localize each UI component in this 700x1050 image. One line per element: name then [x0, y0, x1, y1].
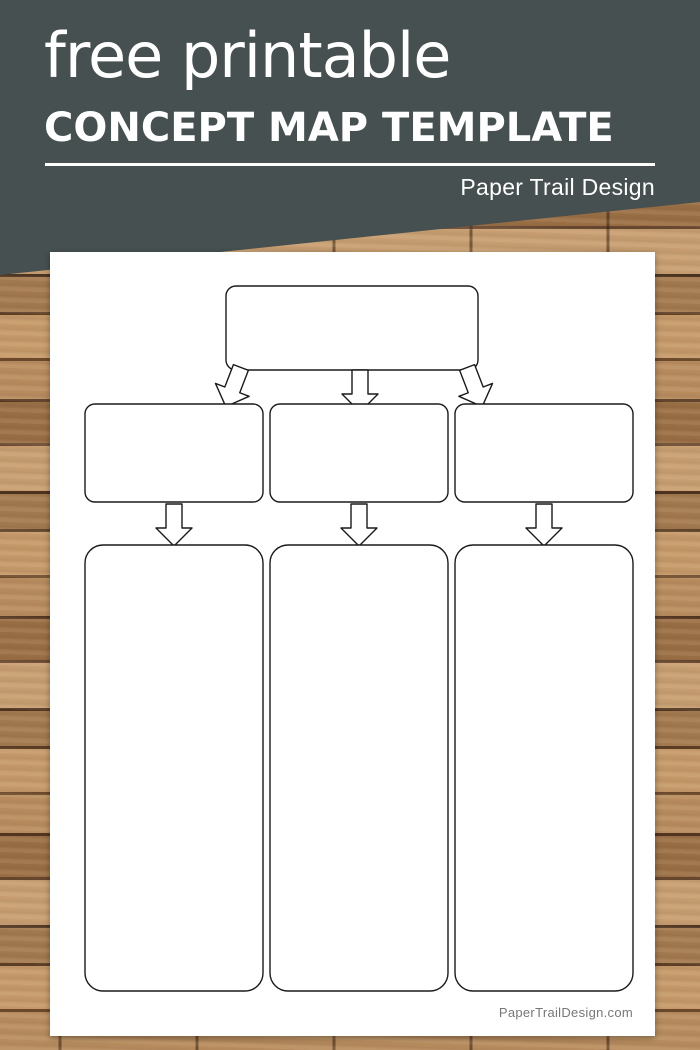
subtopic-box-center [269, 403, 449, 503]
title-divider [45, 163, 655, 166]
brand-name: Paper Trail Design [460, 174, 655, 200]
title-free-printable: free printable [44, 19, 451, 92]
arrow-center-to-detail [340, 503, 378, 547]
main-concept-box [225, 285, 479, 371]
arrow-main-to-center [341, 369, 379, 413]
concept-map-diagram [84, 285, 634, 992]
subtopic-box-right [454, 403, 634, 503]
detail-box-right [454, 544, 634, 992]
title-concept-map-template: CONCEPT MAP TEMPLATE [44, 105, 614, 151]
arrow-main-to-left [214, 363, 250, 408]
arrow-right-to-detail [525, 503, 563, 547]
detail-box-left [84, 544, 264, 992]
subtopic-box-left [84, 403, 264, 503]
footer-url: PaperTrailDesign.com [498, 1005, 633, 1020]
template-sheet: PaperTrailDesign.com [50, 252, 655, 1036]
arrow-left-to-detail [155, 503, 193, 547]
detail-box-center [269, 544, 449, 992]
arrow-main-to-right [458, 363, 494, 408]
